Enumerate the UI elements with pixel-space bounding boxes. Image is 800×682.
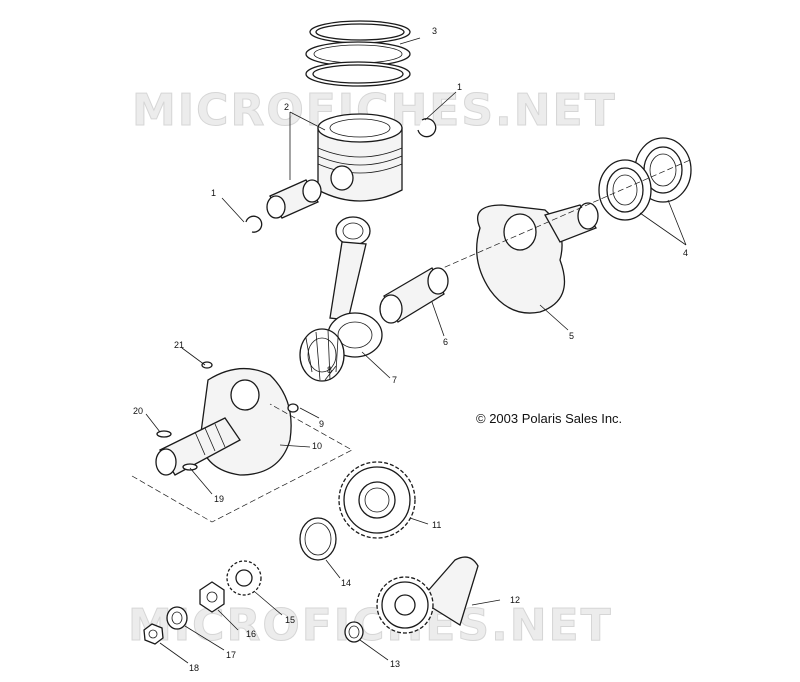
callout-7: 7 [392,375,397,385]
small-gear [226,560,262,596]
callout-5: 5 [569,331,574,341]
gear-nut [199,581,225,613]
callout-1-upper: 1 [457,82,462,92]
crankshaft-right-half [419,159,691,314]
callout-11: 11 [432,520,441,530]
needle-bearing [299,328,345,382]
callout-6: 6 [443,337,448,347]
main-bearings [598,137,692,221]
watermark-bottom: MICROFICHES.NET [128,600,613,651]
callout-18: 18 [189,663,199,673]
callout-17: 17 [226,650,236,660]
circlip-lower [245,215,263,233]
piston [317,113,403,202]
callout-21: 21 [174,340,184,350]
watermark-top: MICROFICHES.NET [132,85,617,136]
circlip-upper [417,118,437,138]
callout-19: 19 [214,494,224,504]
crankshaft-left-half [131,367,353,523]
callout-12: 12 [510,595,520,605]
hex-nut [143,623,164,645]
callout-20: 20 [133,406,143,416]
callout-16: 16 [246,629,256,639]
balance-shaft [376,556,479,634]
callout-8: 8 [327,365,332,375]
washer-13 [344,621,364,643]
callout-9: 9 [319,419,324,429]
callout-4: 4 [683,248,688,258]
woodruff-key [182,463,198,471]
pin [201,361,213,369]
thrust-washer [299,517,337,561]
callout-15: 15 [285,615,295,625]
washer-17 [166,606,188,630]
wrist-pin [266,179,322,219]
callout-13: 13 [390,659,400,669]
connecting-rod [327,216,383,358]
callout-1-lower: 1 [211,188,216,198]
plug [287,403,299,413]
callout-14: 14 [341,578,351,588]
leader-lines [145,37,687,664]
piston-rings [305,20,411,87]
callout-10: 10 [312,441,322,451]
callout-2: 2 [284,102,289,112]
callout-3: 3 [432,26,437,36]
drive-gear [338,461,416,539]
crank-pin [379,267,449,324]
dowel-pin [156,430,172,438]
copyright-text: © 2003 Polaris Sales Inc. [476,411,622,426]
